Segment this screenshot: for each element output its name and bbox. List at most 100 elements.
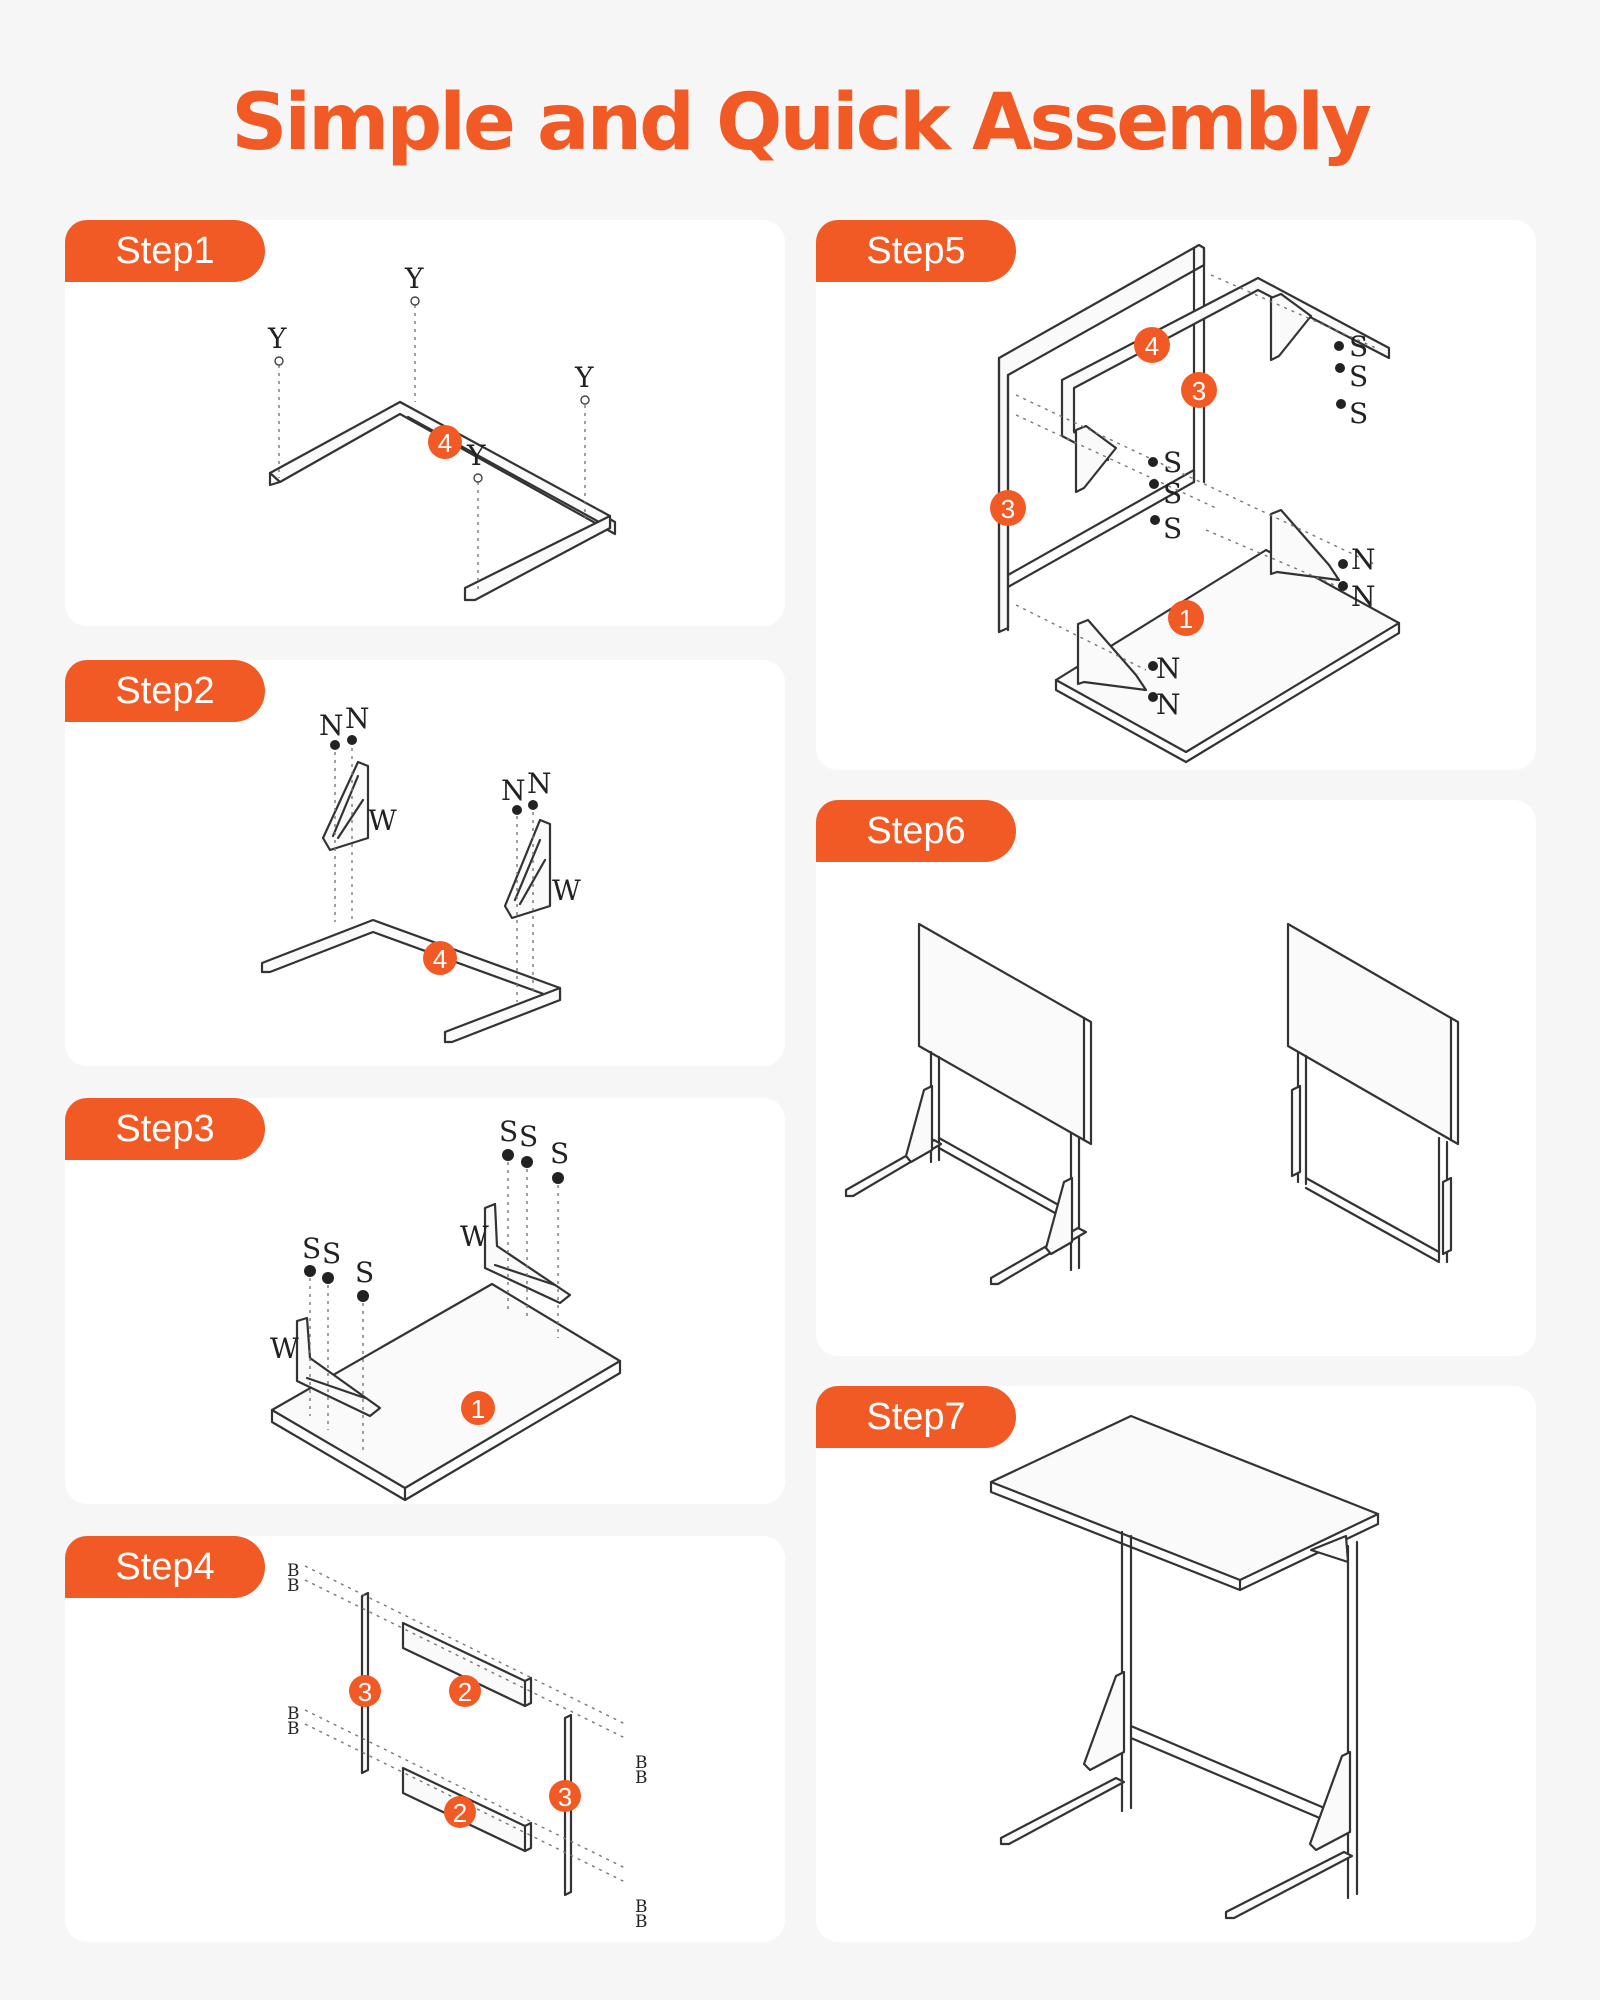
- bolt-y-4: Y: [466, 439, 486, 592]
- svg-text:4: 4: [433, 944, 447, 974]
- bolt-y-3: Y: [574, 361, 594, 518]
- hw-label: S: [322, 1237, 341, 1270]
- hw-label: Y: [404, 262, 424, 295]
- bracket-left: W: [321, 760, 397, 852]
- tabletop-board: [1054, 548, 1401, 764]
- part-badge: 4: [423, 941, 457, 975]
- svg-text:N: N: [1351, 580, 1376, 613]
- bracket-front: W: [270, 1316, 382, 1418]
- bracket-right: W: [503, 818, 581, 920]
- hw-label: S: [355, 1256, 374, 1289]
- bracket-bottom-right: [1269, 508, 1341, 582]
- step-5-card: Step5: [816, 220, 1536, 770]
- bracket-top-right: [1269, 292, 1313, 362]
- svg-text:S: S: [1349, 397, 1368, 430]
- svg-text:S: S: [1163, 446, 1182, 479]
- tabletop-board: [270, 1282, 622, 1502]
- part-badges: 4 3 3 1: [990, 327, 1217, 636]
- bolt-y-2: Y: [404, 262, 424, 402]
- screws-n-right: N N: [501, 767, 552, 1002]
- step-3-card: Step3 W W S S S S S S: [65, 1098, 785, 1504]
- screws: [1148, 341, 1348, 702]
- svg-text:3: 3: [1001, 494, 1015, 524]
- bracket-top-left: [1074, 424, 1118, 494]
- svg-text:N: N: [1351, 543, 1376, 576]
- step-3-diagram: W W S S S S S S 1: [270, 1115, 622, 1502]
- step-7-diagram: [989, 1414, 1380, 1920]
- hw-label: N: [345, 702, 370, 735]
- page-title: Simple and Quick Assembly: [231, 78, 1372, 168]
- part-badges: 3 2 2 3: [349, 1675, 581, 1828]
- step-6-card: Step6: [816, 800, 1536, 1356]
- svg-text:B: B: [635, 1768, 648, 1788]
- table-folded: [1286, 922, 1460, 1264]
- hw-label: W: [368, 804, 397, 837]
- hw-label: Y: [574, 361, 594, 394]
- svg-text:S: S: [1349, 330, 1368, 363]
- svg-text:3: 3: [1192, 376, 1206, 406]
- svg-text:2: 2: [458, 1677, 472, 1707]
- step-1-tab: Step1: [65, 220, 265, 282]
- u-frame-base: [260, 918, 562, 1044]
- svg-text:S: S: [1163, 477, 1182, 510]
- svg-text:N: N: [1156, 688, 1181, 721]
- step-7-card: Step7: [816, 1386, 1536, 1942]
- bolts-b: B B B B B B B B: [287, 1561, 648, 1932]
- step-1-diagram: Y Y Y Y 4: [267, 262, 617, 602]
- part-badge: 4: [428, 425, 462, 459]
- part-badge: 1: [461, 1391, 495, 1425]
- step-7-tab: Step7: [816, 1386, 1016, 1448]
- hw-label: W: [460, 1220, 489, 1253]
- svg-text:4: 4: [438, 428, 452, 458]
- step-6-diagram: [844, 922, 1460, 1286]
- svg-text:3: 3: [558, 1782, 572, 1812]
- hw-label: W: [270, 1332, 299, 1365]
- svg-text:B: B: [635, 1753, 648, 1773]
- assembled-table: [989, 1414, 1380, 1920]
- hw-labels: S S S S S S N N N N: [1156, 330, 1376, 721]
- step-4-diagram: B B B B B B B B 3 2 2 3: [287, 1561, 648, 1932]
- bracket-back: W: [460, 1202, 572, 1305]
- hw-label: S: [499, 1115, 518, 1148]
- step-5-diagram: S S S S S S N N N N 4 3 3 1: [990, 243, 1401, 764]
- step-6-tab: Step6: [816, 800, 1016, 862]
- dash-guides: [304, 1565, 626, 1883]
- hw-label: N: [501, 774, 526, 807]
- step-2-card: Step2 W W N N N N 4: [65, 660, 785, 1066]
- svg-text:B: B: [287, 1576, 300, 1596]
- hw-label: W: [552, 874, 581, 907]
- step-5-tab: Step5: [816, 220, 1016, 282]
- svg-text:3: 3: [358, 1677, 372, 1707]
- crossbar-top: [401, 1621, 533, 1708]
- svg-text:B: B: [287, 1561, 300, 1581]
- svg-text:1: 1: [1179, 604, 1193, 634]
- hw-label: Y: [267, 322, 287, 355]
- screws-s-front: S S S: [302, 1232, 374, 1450]
- step-2-tab: Step2: [65, 660, 265, 722]
- svg-text:S: S: [1163, 512, 1182, 545]
- svg-text:2: 2: [453, 1798, 467, 1828]
- dash-guides: [1015, 274, 1377, 671]
- hw-label: S: [519, 1120, 538, 1153]
- step-3-tab: Step3: [65, 1098, 265, 1160]
- hw-label: N: [527, 767, 552, 800]
- hw-label: Y: [466, 439, 486, 472]
- step-2-diagram: W W N N N N 4: [260, 702, 581, 1044]
- svg-text:N: N: [1156, 652, 1181, 685]
- svg-text:4: 4: [1145, 331, 1159, 361]
- hw-label: S: [550, 1137, 569, 1170]
- screws-s-back: S S S: [499, 1115, 569, 1338]
- hw-label: N: [319, 709, 344, 742]
- svg-text:1: 1: [471, 1394, 485, 1424]
- step-4-tab: Step4: [65, 1536, 265, 1598]
- svg-text:B: B: [635, 1912, 648, 1932]
- table-folding: [844, 922, 1093, 1286]
- svg-text:B: B: [287, 1719, 300, 1739]
- bolt-y-1: Y: [267, 322, 287, 478]
- bracket-bottom-left: [1076, 618, 1148, 692]
- screws-n-left: N N: [319, 702, 370, 922]
- svg-text:B: B: [287, 1704, 300, 1724]
- hw-label: S: [302, 1232, 321, 1265]
- step-4-card: Step4 B B B B B B B B 3: [65, 1536, 785, 1942]
- svg-text:B: B: [635, 1897, 648, 1917]
